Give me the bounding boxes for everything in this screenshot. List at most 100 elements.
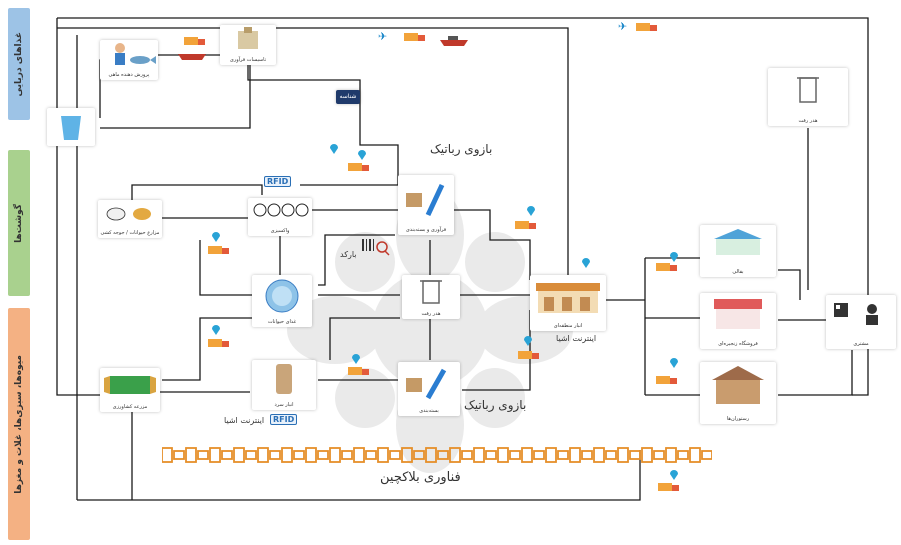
chain-link [509, 450, 521, 460]
node-restaurants: رستوران‌ها [700, 362, 776, 424]
line-feed-left [199, 240, 255, 296]
storefront-icon [714, 299, 762, 329]
rfid-tag-top: RFID [264, 176, 292, 187]
cloud-id-label: شناسه [339, 93, 357, 100]
livestock-icon [106, 207, 151, 221]
chain-link [317, 450, 329, 460]
node-retail-caption: بقالی [732, 269, 744, 275]
truck-icon [184, 37, 205, 45]
node-customer-caption: مشتری [853, 341, 869, 347]
chain-link [677, 450, 689, 460]
chain-link [305, 447, 317, 463]
node-water-tank [47, 108, 95, 146]
node-animal-feed: غذای حیوانات [252, 275, 312, 327]
truck-icon [656, 376, 677, 384]
chain-link [545, 447, 557, 463]
chain-link [401, 447, 413, 463]
cloud-id-box: شناسه [336, 90, 360, 104]
chain-link [377, 447, 389, 463]
line-proc-to-dc [450, 209, 531, 280]
storage-silo-icon [276, 364, 292, 394]
chain-link [497, 447, 509, 463]
chain-link [665, 447, 677, 463]
chain-link [425, 447, 437, 463]
node-restaurants-caption: رستوران‌ها [726, 416, 750, 422]
chain-link [701, 450, 712, 460]
node-retail: بقالی [700, 225, 776, 277]
label-robotics-bottom: بازوی رباتیک [464, 398, 527, 412]
field-icon [104, 376, 156, 394]
chain-link [533, 450, 545, 460]
chain-link [341, 450, 353, 460]
truck-icon [656, 263, 677, 271]
node-vaccines-caption: واکسیزی [270, 228, 290, 234]
node-chain-store: فروشگاه زنجیره‌ای [700, 293, 776, 349]
ship-icon [440, 36, 468, 46]
location-pin-icon [670, 470, 678, 480]
node-waste-top: هدر رفت [768, 68, 848, 126]
location-pin-icon [212, 232, 220, 242]
truck-icon [208, 246, 229, 254]
node-cold-storage: انبار سرد [252, 360, 316, 410]
vaccine-flock-icon [253, 203, 309, 217]
chain-link [173, 450, 185, 460]
location-pin-icon [524, 336, 532, 346]
chain-link [365, 450, 377, 460]
ship-icon [178, 54, 206, 60]
line-bottom-frame [77, 450, 641, 501]
line-retail-customer [778, 269, 801, 300]
airplane-icon: ✈ [618, 20, 628, 33]
chain-link [461, 450, 473, 460]
line-farm-rfid [131, 184, 263, 200]
chain-link [557, 450, 569, 460]
line-farm-feed [162, 317, 255, 381]
band-meat: گوشت‌ها [8, 150, 30, 296]
label-iot-center: اینترنت اشیا [556, 334, 597, 343]
chain-link [389, 450, 401, 460]
truck-icon [518, 351, 539, 359]
chain-link [233, 447, 245, 463]
line-proc-down [247, 65, 399, 185]
chain-link [413, 450, 425, 460]
chain-link [689, 447, 701, 463]
chain-link [629, 450, 641, 460]
chain-link [593, 447, 605, 463]
chain-link [641, 447, 653, 463]
label-barcode: بارکد [340, 250, 357, 259]
chain-link [221, 450, 233, 460]
band-produce: میوه‌ها، سبزی‌ها، غلات و مغزها [8, 308, 30, 540]
chain-link [162, 447, 173, 463]
airplane-icon: ✈ [378, 30, 388, 43]
node-farm: مزرعه کشاورزی [100, 368, 160, 412]
node-seafood-processing: تاسیسات فرآوری [220, 25, 276, 65]
chain-link [281, 447, 293, 463]
line-rest-customer [778, 350, 853, 396]
truck-icon [636, 23, 657, 31]
label-robotics-top: بازوی رباتیک [430, 142, 493, 156]
label-blockchain: فناوری بلاکچین [380, 470, 461, 485]
chain-link [485, 450, 497, 460]
location-pin-icon [212, 325, 220, 335]
chain-link [269, 450, 281, 460]
processing-machine-icon [238, 27, 258, 49]
restaurant-building-icon [712, 366, 764, 404]
node-customer: مشتری [826, 295, 896, 349]
node-livestock-farm-caption: مزارع حیوانات / جوجه کشی [100, 230, 160, 236]
label-iot-left: اینترنت اشیا [224, 416, 265, 425]
truck-icon [348, 163, 369, 171]
blockchain-chain [162, 447, 712, 463]
node-processing-packing: فرآوری و بسته‌بندی [398, 175, 454, 235]
chain-link [329, 447, 341, 463]
chain-link [185, 447, 197, 463]
chain-link [245, 450, 257, 460]
node-cold-storage-caption: انبار سرد [274, 402, 294, 408]
location-pin-icon [582, 258, 590, 268]
node-distribution-center-caption: انبار منطقه‌ای [553, 323, 583, 329]
chain-link [569, 447, 581, 463]
trash-bin-icon [420, 280, 442, 304]
line-waste-cold [329, 317, 400, 360]
location-pin-icon [670, 358, 678, 368]
line-top-frame [57, 17, 869, 396]
node-packing-bottom: بسته‌بندی [398, 362, 460, 416]
chain-link [197, 450, 209, 460]
